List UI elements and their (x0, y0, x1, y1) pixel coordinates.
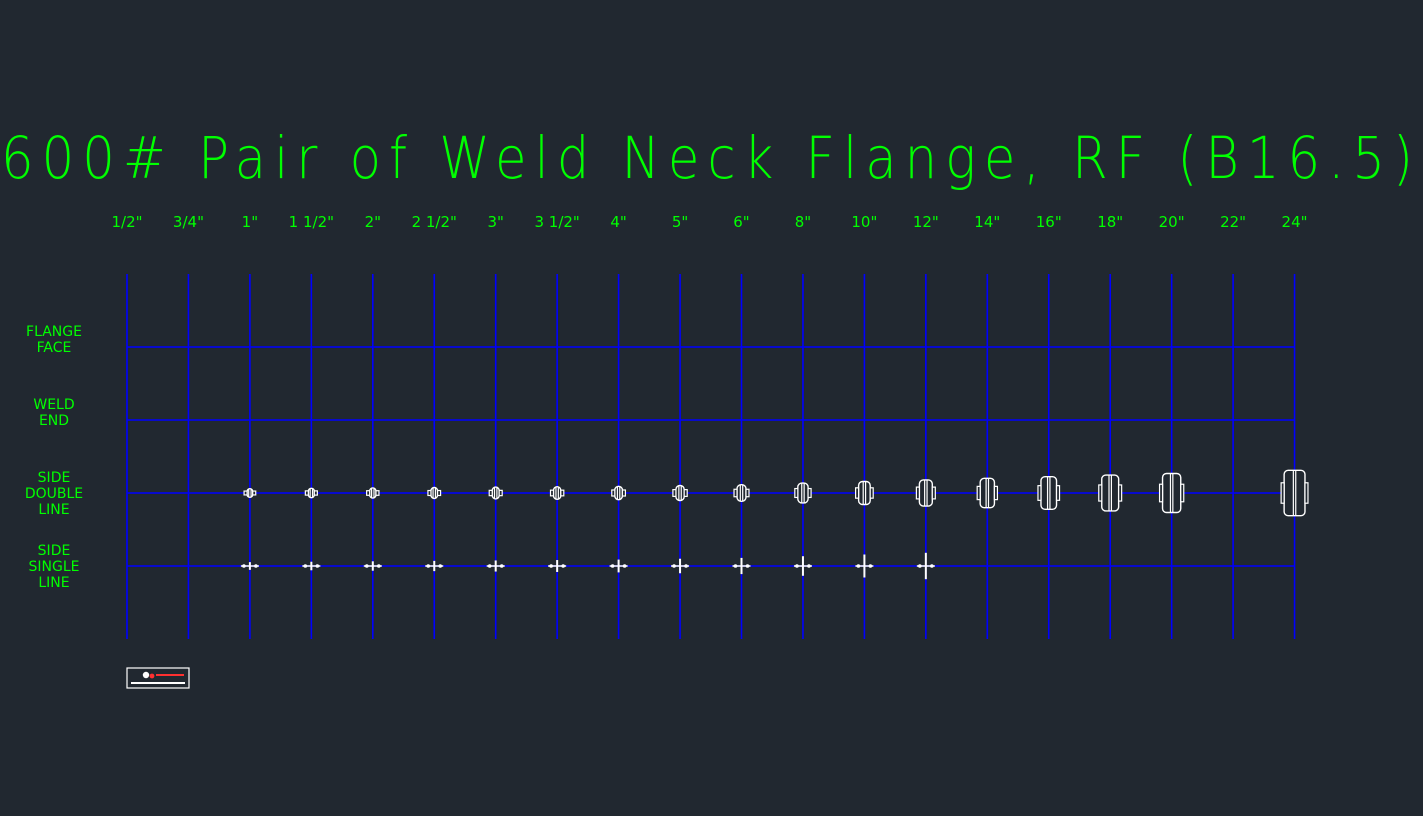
double-line-flange-symbol (1158, 472, 1185, 514)
row-label-side-double-line: DOUBLE (25, 486, 83, 502)
single-line-flange-symbol (855, 554, 874, 578)
row-label-flange-face: FLANGE (26, 324, 82, 340)
single-line-flange-symbol (240, 562, 259, 570)
single-line-flange-symbol (302, 561, 321, 571)
row-label-side-double-line: SIDE (38, 470, 71, 486)
single-line-flange-symbol (916, 552, 935, 580)
size-label: 4" (610, 213, 626, 231)
double-line-flange-symbol (915, 479, 936, 507)
size-label: 2 1/2" (412, 213, 457, 231)
row-label-weld-end: WELD (33, 397, 74, 413)
double-line-flange-symbol (611, 485, 627, 501)
size-label: 14" (974, 213, 1000, 231)
single-line-flange-symbol (548, 560, 567, 572)
single-line-flange-symbol (609, 559, 628, 573)
row-label-flange-face: FACE (37, 340, 72, 356)
size-label: 6" (733, 213, 749, 231)
size-label: 3 1/2" (534, 213, 579, 231)
size-label: 5" (672, 213, 688, 231)
row-labels: FLANGEFACEWELDENDSIDEDOUBLELINESIDESINGL… (25, 324, 83, 591)
double-line-flange-symbol (243, 488, 257, 499)
size-label: 18" (1097, 213, 1123, 231)
double-line-flange-symbol (427, 486, 442, 500)
double-line-flange-symbol (672, 484, 688, 502)
size-label: 16" (1036, 213, 1062, 231)
double-line-flange-symbol (366, 487, 380, 499)
size-label: 3/4" (173, 213, 204, 231)
symbol-grid (126, 274, 1296, 639)
logo-badge-icon (126, 667, 190, 689)
double-line-flange-symbol (976, 477, 999, 509)
single-line-flange-symbol (732, 557, 751, 575)
double-line-flange-symbol (794, 482, 812, 504)
row-label-side-single-line: LINE (38, 575, 69, 591)
size-label: 1/2" (111, 213, 142, 231)
single-line-flange-symbol (425, 560, 444, 572)
double-line-flange-symbol (488, 486, 503, 500)
double-line-flange-symbol (549, 486, 565, 501)
double-line-flange-symbol (733, 484, 750, 503)
single-line-flange-symbol (793, 556, 812, 576)
row-label-side-double-line: LINE (38, 502, 69, 518)
side-double-line-symbols (243, 469, 1309, 517)
side-single-line-symbols (240, 552, 935, 580)
double-line-flange-symbol (1037, 476, 1061, 511)
double-line-flange-symbol (304, 487, 318, 499)
double-line-flange-symbol (1098, 474, 1123, 512)
size-label: 8" (795, 213, 811, 231)
row-label-weld-end: END (39, 413, 69, 429)
drawing-title: 600# Pair of Weld Neck Flange, RF (B16.5… (1, 124, 1421, 192)
size-header-row: 1/2" 3/4" 1" 1 1/2" 2" 2 1/2" 3" 3 1/2" 4" 5" 6" 8"… (111, 213, 1307, 231)
size-label: 2" (365, 213, 381, 231)
double-line-flange-symbol (1280, 469, 1309, 517)
size-label: 1 1/2" (289, 213, 334, 231)
size-label: 20" (1159, 213, 1185, 231)
single-line-flange-symbol (486, 560, 505, 572)
row-label-side-single-line: SINGLE (29, 559, 80, 575)
single-line-flange-symbol (671, 558, 690, 574)
size-label: 10" (851, 213, 877, 231)
size-label: 3" (487, 213, 503, 231)
row-label-side-single-line: SIDE (38, 543, 71, 559)
size-label: 22" (1220, 213, 1246, 231)
size-label: 24" (1282, 213, 1308, 231)
size-label: 12" (913, 213, 939, 231)
double-line-flange-symbol (854, 480, 874, 506)
single-line-flange-symbol (363, 561, 382, 571)
size-label: 1" (242, 213, 258, 231)
